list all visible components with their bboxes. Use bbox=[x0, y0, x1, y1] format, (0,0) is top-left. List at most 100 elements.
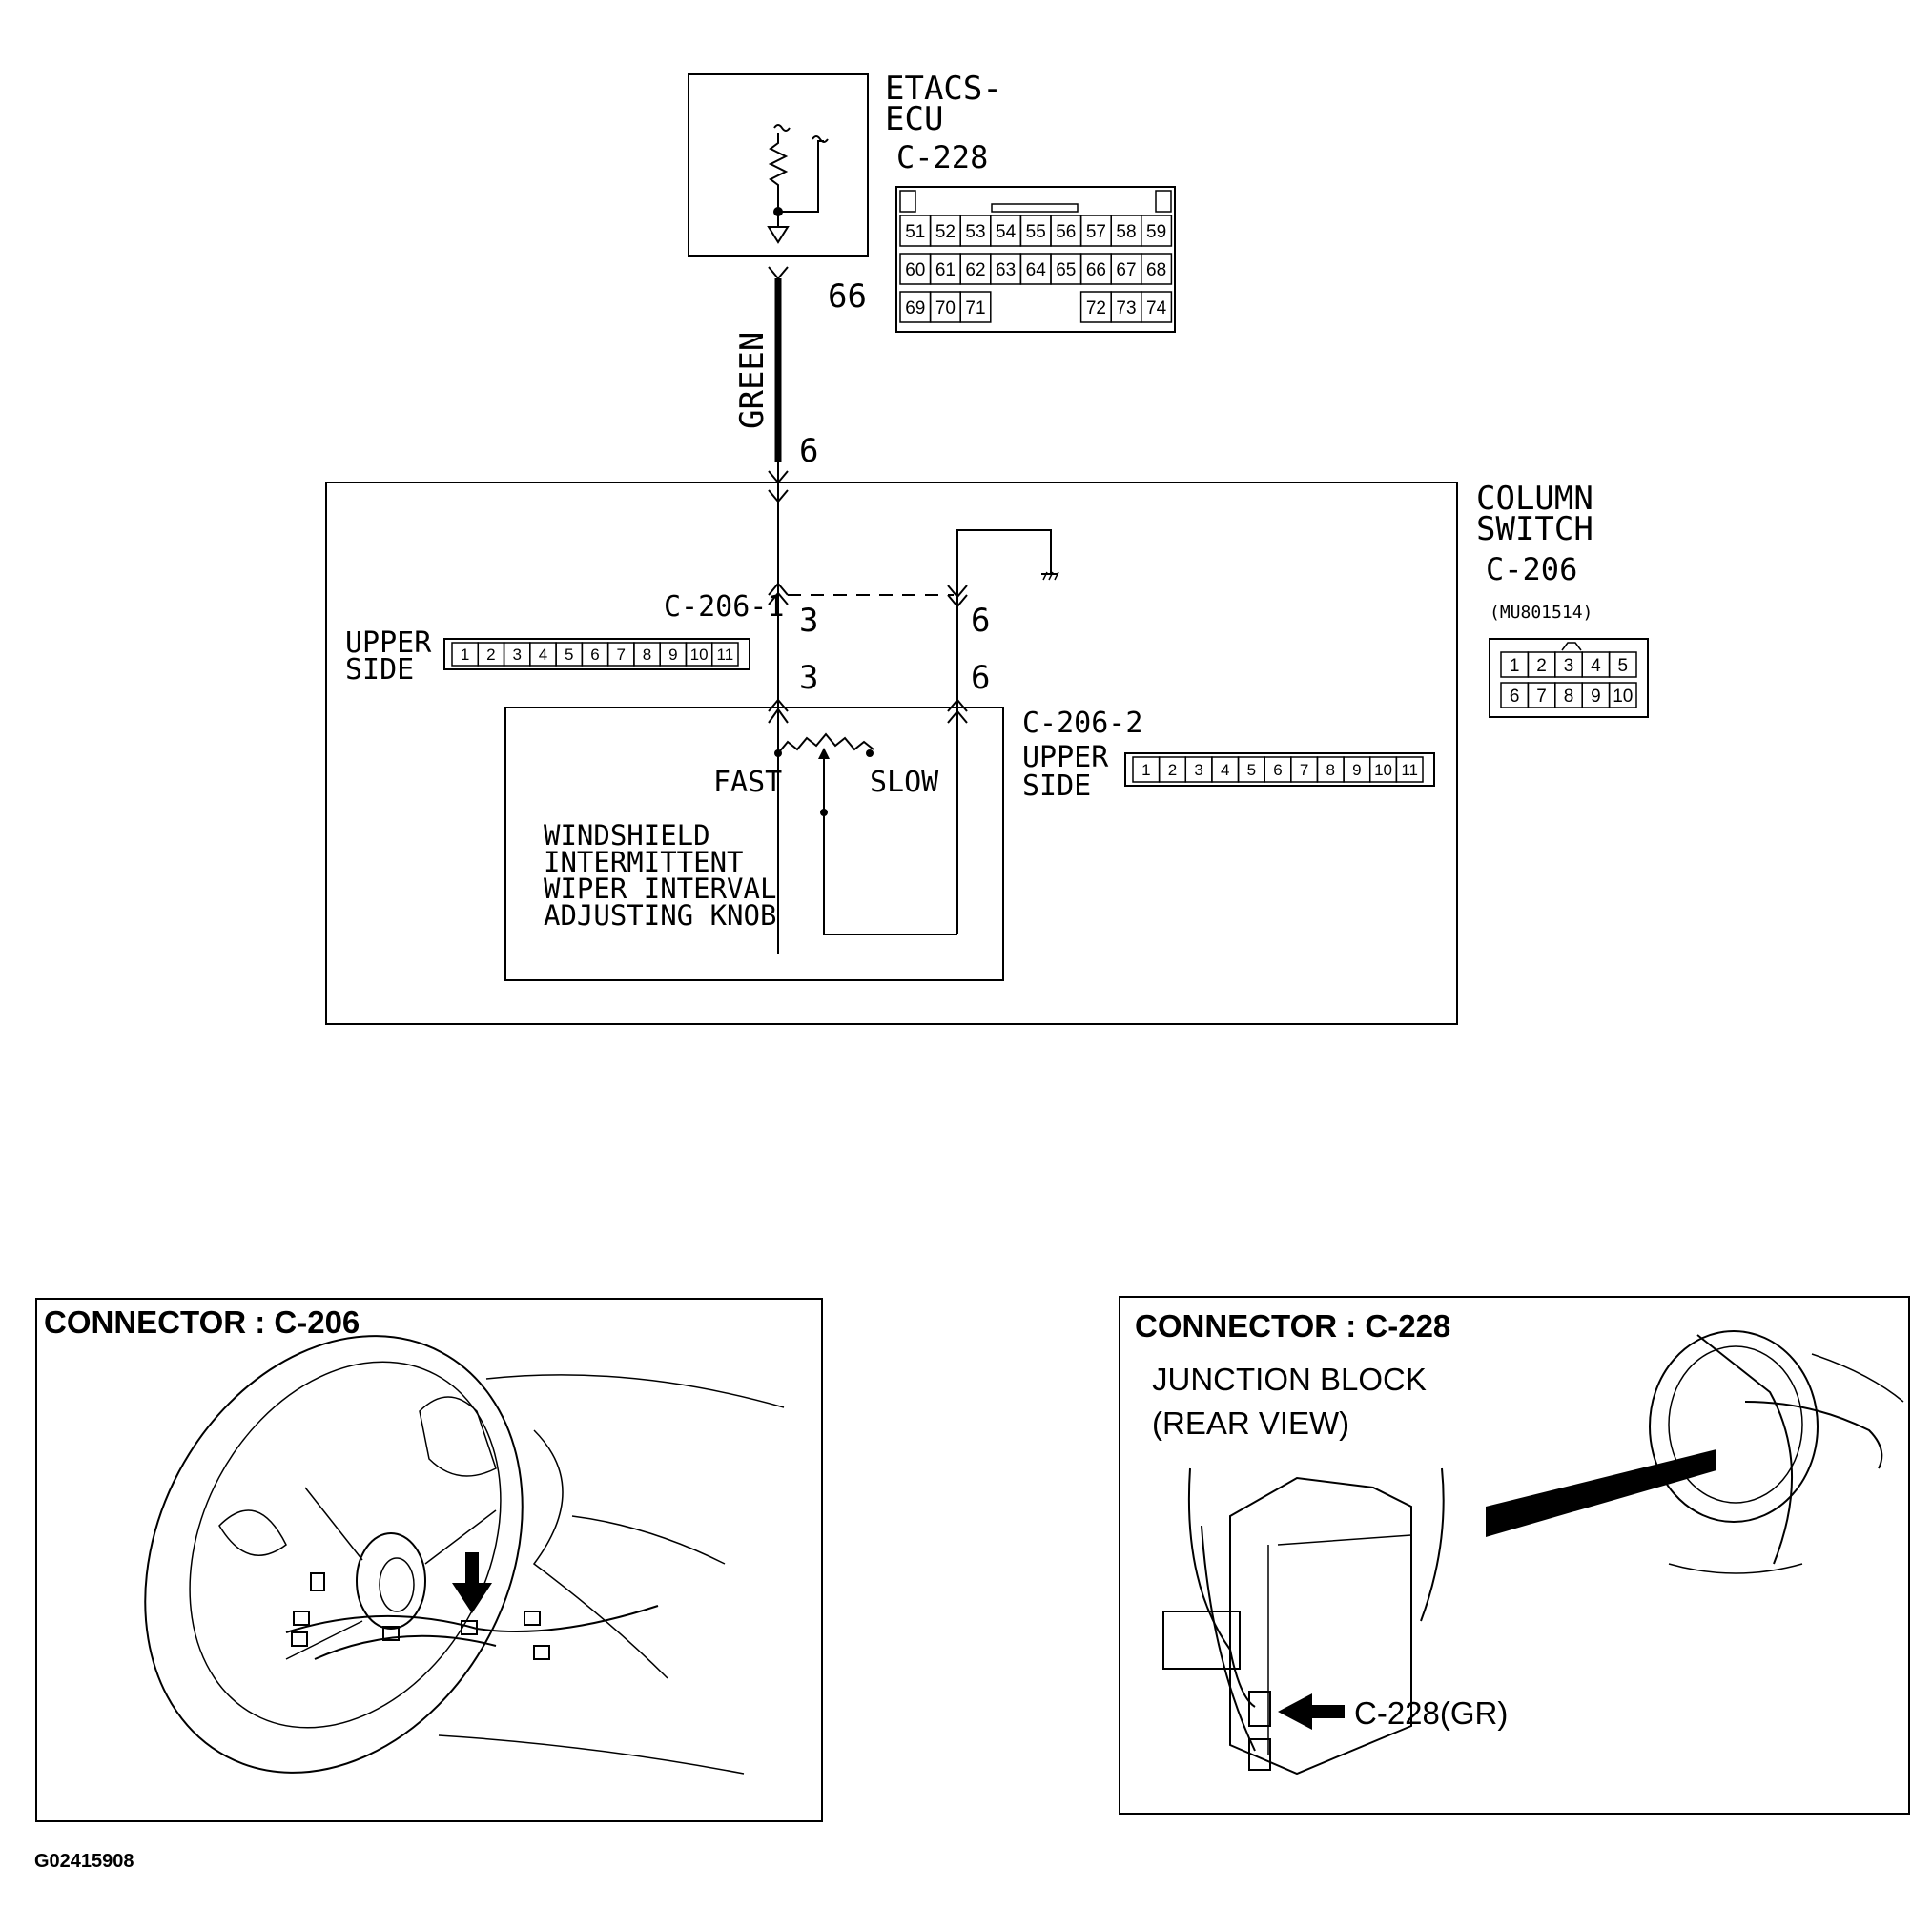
panel-c228: CONNECTOR : C-228 JUNCTION BLOCK (REAR V… bbox=[1119, 1296, 1910, 1815]
knob-label-line4: ADJUSTING KNOB bbox=[544, 899, 776, 932]
connector-arrow-icon bbox=[452, 1552, 492, 1613]
knob-fast-label: FAST bbox=[713, 766, 782, 799]
c206-1-pin-6: 6 bbox=[590, 646, 599, 664]
c206-2-pin-5: 5 bbox=[1247, 761, 1256, 779]
ecu-internal-circuit-icon bbox=[767, 124, 829, 244]
knob-label-line1: WINDSHIELD bbox=[544, 819, 710, 852]
column-switch-connector-label: C-206 bbox=[1486, 551, 1577, 587]
c206-1-pin-8: 8 bbox=[643, 646, 651, 664]
panel-c206-title: CONNECTOR : C-206 bbox=[44, 1304, 360, 1340]
c228-pin-54: 54 bbox=[996, 222, 1017, 242]
c206-pin-8: 8 bbox=[1564, 687, 1574, 707]
c206-1-upper-side-line1: UPPER bbox=[345, 626, 432, 660]
c206-1-pin-11: 11 bbox=[717, 646, 734, 664]
c206-1-pin-4: 4 bbox=[539, 646, 547, 664]
potentiometer-icon bbox=[774, 732, 874, 816]
c206-1-pin-7: 7 bbox=[617, 646, 626, 664]
c206-2-pin-7: 7 bbox=[1300, 761, 1308, 779]
c228-pin-65: 65 bbox=[1056, 260, 1076, 280]
c206-2-upper-side-line2: SIDE bbox=[1022, 770, 1091, 803]
c228-pin-56: 56 bbox=[1056, 222, 1076, 242]
c206-2-pin-6: 6 bbox=[1273, 761, 1282, 779]
c206-1-upper-side-line2: SIDE bbox=[345, 653, 414, 687]
c206-pin-3: 3 bbox=[1564, 656, 1574, 676]
c206-2-label: C-206-2 bbox=[1022, 707, 1142, 740]
c228-pin-52: 52 bbox=[935, 222, 956, 242]
wire-color-label: GREEN bbox=[733, 332, 771, 429]
green-wire: 66 6 GREEN bbox=[733, 266, 867, 470]
c228-pin-61: 61 bbox=[935, 260, 956, 280]
dashboard-location-icon bbox=[1486, 1330, 1904, 1574]
c228-pin-73: 73 bbox=[1116, 298, 1136, 318]
c228-pin-68: 68 bbox=[1146, 260, 1166, 280]
ecu-title-line1: ETACS- bbox=[885, 70, 1002, 108]
c228-pin-59-cell bbox=[1141, 215, 1173, 247]
c206-1-pin-2: 2 bbox=[486, 646, 495, 664]
c228-pin-71-cell bbox=[959, 291, 992, 323]
harness-icon bbox=[285, 1572, 659, 1660]
c206-pin-4: 4 bbox=[1591, 656, 1601, 676]
figure-code: G02415908 bbox=[34, 1851, 134, 1872]
c206-pin-10: 10 bbox=[1613, 687, 1633, 707]
c206-2-pin-11-cell bbox=[1395, 756, 1424, 783]
knob-label-line3: WIPER INTERVAL bbox=[544, 872, 776, 905]
pin-3-top: 3 bbox=[799, 602, 818, 640]
c228-pin-69: 69 bbox=[905, 298, 925, 318]
c206-pin-7: 7 bbox=[1536, 687, 1547, 707]
c206-1-pin-10: 10 bbox=[690, 646, 709, 664]
c228-callout-arrow-icon bbox=[1278, 1693, 1345, 1730]
knob-slow-label: SLOW bbox=[870, 766, 939, 799]
c206-2-pin-3: 3 bbox=[1194, 761, 1202, 779]
column-switch-title-line1: COLUMN bbox=[1476, 480, 1593, 518]
c228-pin-62: 62 bbox=[965, 260, 985, 280]
wire-pin-66: 66 bbox=[828, 277, 867, 316]
c206-1-pin-11-cell bbox=[710, 642, 739, 667]
wire-pin-6: 6 bbox=[799, 432, 818, 470]
c206-2-upper-side-line1: UPPER bbox=[1022, 741, 1109, 774]
c228-pin-59: 59 bbox=[1146, 222, 1166, 242]
c206-2-pin-9: 9 bbox=[1352, 761, 1361, 779]
pin-3-bottom: 3 bbox=[799, 659, 818, 697]
column-switch-part-number: (MU801514) bbox=[1490, 603, 1593, 623]
c206-pin-10-cell bbox=[1608, 682, 1637, 708]
c228-pin-74-cell bbox=[1141, 291, 1173, 323]
c228-pin-74: 74 bbox=[1146, 298, 1167, 318]
panel-c206: CONNECTOR : C-206 bbox=[35, 1298, 823, 1822]
c206-pin-5: 5 bbox=[1618, 656, 1629, 676]
c206-2-pin-10: 10 bbox=[1374, 761, 1392, 779]
ecu-connector-label: C-228 bbox=[896, 139, 988, 175]
panel-c228-sub-line1: JUNCTION BLOCK bbox=[1152, 1362, 1427, 1397]
ecu-box bbox=[688, 73, 869, 257]
c206-1-pin-9: 9 bbox=[668, 646, 677, 664]
knob-label-line2: INTERMITTENT bbox=[544, 846, 744, 878]
c228-pin-72: 72 bbox=[1086, 298, 1106, 318]
c228-pin-53: 53 bbox=[965, 222, 985, 242]
panel-c228-frame bbox=[1119, 1296, 1910, 1815]
panel-c228-sub-line2: (REAR VIEW) bbox=[1152, 1406, 1349, 1441]
c206-2-pin-1: 1 bbox=[1141, 761, 1150, 779]
c228-pin-58: 58 bbox=[1116, 222, 1136, 242]
c228-pin-57: 57 bbox=[1086, 222, 1106, 242]
column-switch-box bbox=[325, 482, 1458, 1025]
ground-icon bbox=[1041, 563, 1059, 581]
c206-pin-6: 6 bbox=[1510, 687, 1520, 707]
c228-pin-71: 71 bbox=[965, 298, 985, 318]
c228-pin-63: 63 bbox=[996, 260, 1016, 280]
panel-c206-frame bbox=[35, 1298, 823, 1822]
panel-c228-title: CONNECTOR : C-228 bbox=[1135, 1308, 1450, 1344]
panel-c228-callout: C-228(GR) bbox=[1354, 1695, 1508, 1731]
c228-pin-60: 60 bbox=[905, 260, 925, 280]
c206-pin-5-cell bbox=[1608, 651, 1637, 678]
ecu-title-line2: ECU bbox=[885, 100, 943, 138]
interval-knob: FAST SLOW WINDSHIELD INTERMITTENT WIPER … bbox=[504, 707, 1004, 981]
c206-pin-9: 9 bbox=[1591, 687, 1601, 707]
c228-pin-55: 55 bbox=[1026, 222, 1046, 242]
